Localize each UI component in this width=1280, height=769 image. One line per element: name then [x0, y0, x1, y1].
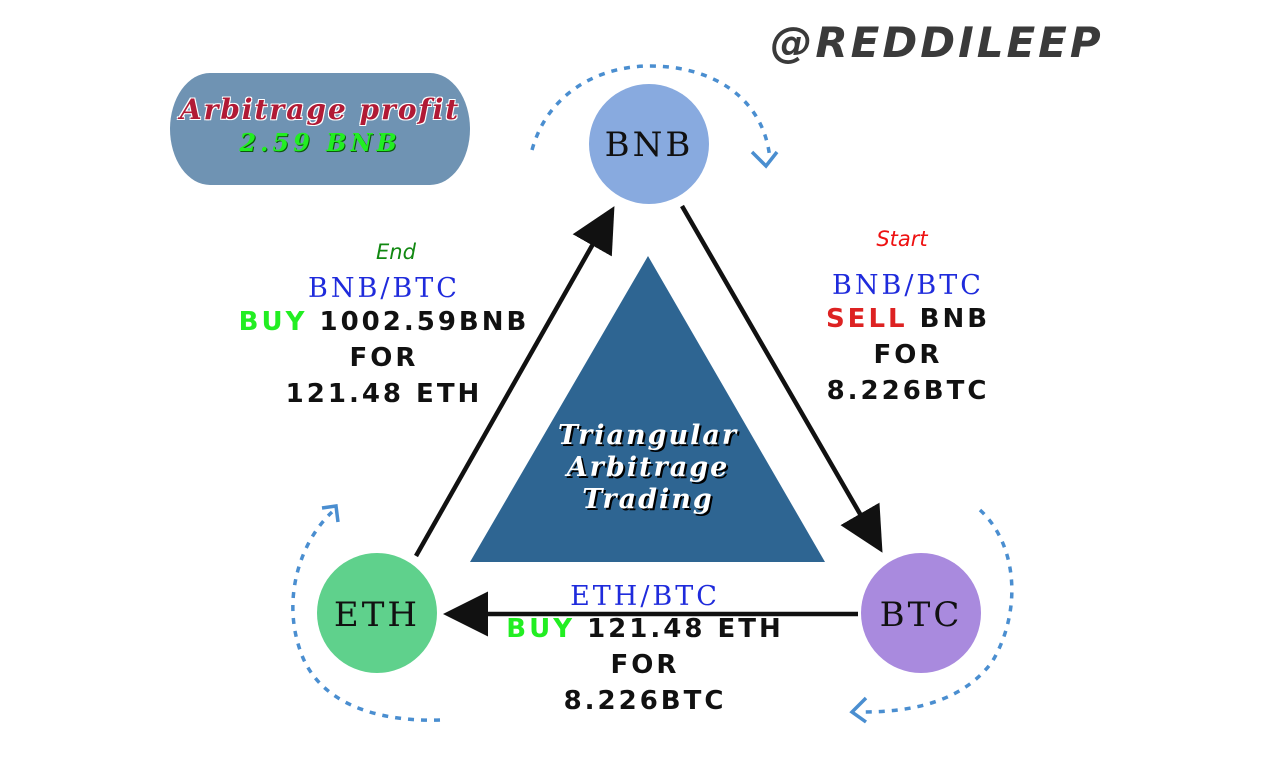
center-title: Triangular Arbitrage Trading	[557, 420, 739, 515]
profit-title: Arbitrage profit	[179, 93, 461, 126]
step-end-pair: BNB/BTC	[308, 273, 460, 304]
buy-keyword: BUY	[238, 307, 308, 337]
node-bnb: BNB	[589, 84, 709, 204]
step-end-block: BNB/BTC BUY 1002.59BNB FOR 121.48 ETH	[214, 273, 554, 412]
start-tag: Start	[876, 227, 928, 251]
center-triangle	[470, 256, 825, 562]
node-eth: ETH	[317, 553, 437, 673]
watermark: @REDDILEEP	[752, 16, 1122, 70]
svg-text:ETH: ETH	[334, 595, 420, 635]
step-start-block: BNB/BTC SELL BNB FOR 8.226BTC	[790, 270, 1026, 409]
step-start-pair: BNB/BTC	[832, 270, 984, 301]
node-btc: BTC	[861, 553, 981, 673]
curved-dashed-arrow-icon	[530, 64, 779, 169]
step-end-action-line: BUY 1002.59BNB	[238, 307, 530, 337]
step-middle-block: ETH/BTC BUY 121.48 ETH FOR 8.226BTC	[480, 583, 810, 719]
end-tag: End	[376, 240, 416, 264]
sell-keyword: SELL	[825, 304, 908, 334]
profit-box: Arbitrage profit 2.59 BNB	[170, 73, 470, 185]
curved-dashed-arrow-icon	[849, 508, 1014, 724]
arrow-eth-to-bnb	[414, 206, 615, 558]
step-middle-action-line: BUY 121.48 ETH	[506, 614, 784, 644]
profit-value: 2.59 BNB	[239, 128, 401, 157]
step-middle-pair: ETH/BTC	[570, 581, 720, 612]
svg-text:BTC: BTC	[880, 595, 963, 635]
svg-text:BNB: BNB	[605, 125, 694, 165]
arrow-bnb-to-btc	[680, 204, 883, 553]
step-start-action-line: SELL BNB	[825, 304, 991, 334]
curved-dashed-arrow-icon	[291, 504, 441, 722]
buy-keyword: BUY	[506, 614, 576, 644]
